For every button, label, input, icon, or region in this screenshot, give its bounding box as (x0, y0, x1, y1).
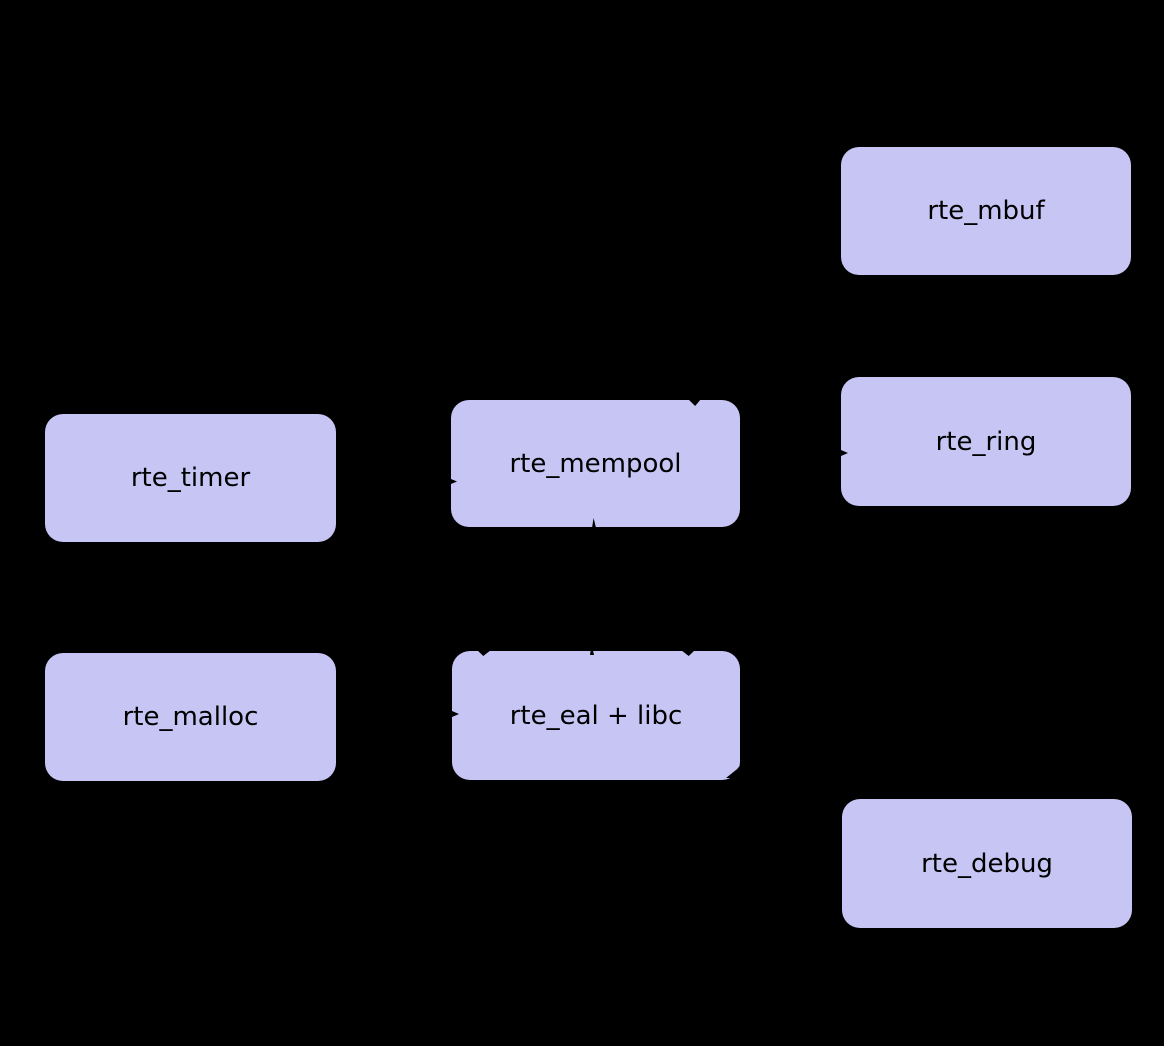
arrowhead-artifact (688, 399, 701, 406)
arrowhead-artifact (681, 650, 695, 656)
node-rte-mbuf: rte_mbuf (841, 147, 1131, 275)
arrowhead-artifact (590, 644, 594, 655)
arrowhead-artifact (592, 518, 596, 528)
node-rte-eal-libc: rte_eal + libc (452, 651, 740, 780)
node-rte-debug: rte_debug (842, 799, 1132, 928)
node-rte-ring: rte_ring (841, 377, 1131, 506)
node-rte-mempool-label: rte_mempool (509, 448, 682, 479)
node-rte-ring-label: rte_ring (935, 426, 1037, 457)
node-rte-mempool: rte_mempool (451, 400, 740, 527)
arrowhead-artifact (452, 711, 459, 717)
arrowhead-artifact (451, 479, 457, 484)
node-rte-timer: rte_timer (45, 414, 336, 542)
node-rte-malloc-label: rte_malloc (122, 702, 259, 732)
node-rte-eal-libc-label: rte_eal + libc (509, 700, 683, 731)
node-rte-debug-label: rte_debug (921, 848, 1053, 879)
node-rte-malloc: rte_malloc (45, 653, 336, 781)
node-rte-mbuf-label: rte_mbuf (927, 196, 1045, 226)
arrowhead-artifact (477, 650, 491, 656)
node-rte-timer-label: rte_timer (130, 463, 251, 493)
arrowhead-artifact (841, 450, 848, 456)
